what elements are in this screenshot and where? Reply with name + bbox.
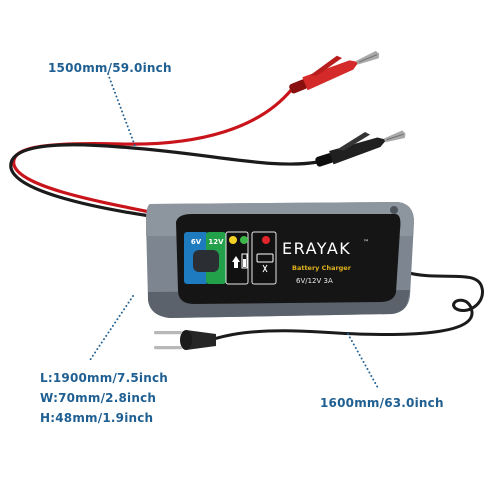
led-green-left: [240, 236, 248, 244]
switch-label-12v: 12V: [208, 238, 224, 246]
leader-line-power-cable: [347, 333, 379, 389]
charge-arrow-icon: [232, 256, 240, 268]
switch-label-6v: 6V: [191, 238, 202, 246]
product-subtitle: Battery Charger: [292, 264, 352, 272]
black-cable: [9, 143, 320, 218]
dimension-width-label: W:70mm/2.8inch: [40, 391, 157, 405]
dimension-length-label: L:1900mm/7.5inch: [40, 371, 169, 385]
battery-fault-icon: [256, 253, 274, 263]
charger-body: [146, 202, 414, 318]
battery-level-icon: [241, 253, 248, 269]
brand-trademark: ™: [363, 239, 369, 246]
product-rating: 6V/12V 3A: [296, 277, 333, 285]
clamp-cable-length-label: 1500mm/59.0inch: [48, 61, 172, 75]
red-clamp: [289, 50, 380, 94]
power-cable: [212, 270, 484, 341]
leader-line-dimensions: [89, 295, 134, 361]
power-cable-length-label: 1600mm/63.0inch: [320, 396, 444, 410]
black-clamp: [315, 130, 406, 167]
led-red: [262, 236, 270, 244]
dimension-height-label: H:48mm/1.9inch: [40, 411, 154, 425]
eu-plug: [154, 330, 216, 350]
mode-switch-knob: [193, 250, 219, 272]
leader-line-clamp-cable: [107, 73, 136, 147]
led-yellow: [229, 236, 237, 244]
brand-logo: ERAYAK: [282, 239, 351, 258]
